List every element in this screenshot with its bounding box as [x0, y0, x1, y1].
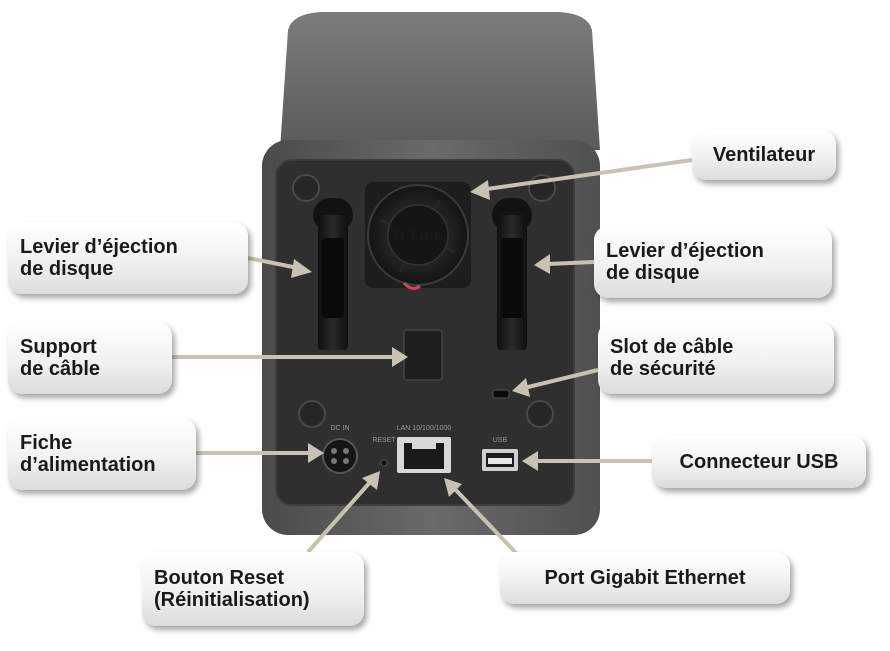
arrowhead-support-cable: [392, 347, 408, 367]
screw-bottom-right: [526, 400, 554, 428]
screw-bottom-left: [298, 400, 326, 428]
arrowhead-ventilateur: [470, 180, 490, 200]
callout-bouton-reset: Bouton Reset (Réinitialisation): [142, 552, 364, 626]
arrowhead-port-ethernet: [444, 478, 462, 497]
arrow-ventilateur: [479, 158, 693, 192]
fan: D-Link: [365, 182, 471, 290]
callout-fiche-alimentation: Fiche d’alimentation: [8, 418, 196, 490]
arrowhead-levier-droit: [534, 254, 550, 274]
arrowhead-slot-securite: [512, 378, 530, 397]
callout-ventilateur: Ventilateur: [692, 130, 836, 180]
lan-label: LAN 10/100/1000: [397, 425, 452, 432]
dc-power-port: [322, 438, 358, 474]
right-eject-lever: [492, 198, 532, 350]
callout-slot-securite: Slot de câble de sécurité: [598, 322, 834, 394]
nas-device: D-Link: [262, 12, 600, 535]
device-top: [280, 12, 600, 150]
reset-button: [380, 459, 388, 467]
screw-top-left: [292, 174, 320, 202]
cable-holder: [403, 329, 443, 381]
dc-in-label: DC IN: [330, 425, 349, 432]
device-logo: D-Link: [393, 229, 443, 244]
arrow-port-ethernet: [450, 484, 520, 557]
arrowhead-levier-gauche: [291, 259, 312, 278]
callout-levier-ejection-gauche: Levier d’éjection de disque: [8, 222, 248, 294]
arrowhead-connecteur-usb: [522, 451, 538, 471]
arrowhead-bouton-reset: [362, 471, 380, 490]
arrow-levier-droit: [547, 260, 595, 266]
usb-label: USB: [493, 437, 508, 444]
security-slot: [492, 389, 510, 399]
reset-label: RESET: [372, 437, 396, 444]
arrowhead-fiche-alimentation: [308, 443, 324, 463]
arrows: [172, 158, 693, 557]
callout-connecteur-usb: Connecteur USB: [652, 436, 866, 488]
usb-port: [482, 449, 518, 471]
lan-port: [397, 437, 451, 473]
left-eject-lever: [313, 198, 353, 350]
arrow-bouton-reset: [306, 478, 374, 554]
callout-levier-ejection-droit: Levier d’éjection de disque: [594, 226, 832, 298]
arrow-levier-gauche: [247, 256, 299, 270]
arrow-slot-securite: [523, 368, 599, 390]
callout-port-ethernet: Port Gigabit Ethernet: [500, 552, 790, 604]
callout-support-cable: Support de câble: [8, 322, 172, 394]
